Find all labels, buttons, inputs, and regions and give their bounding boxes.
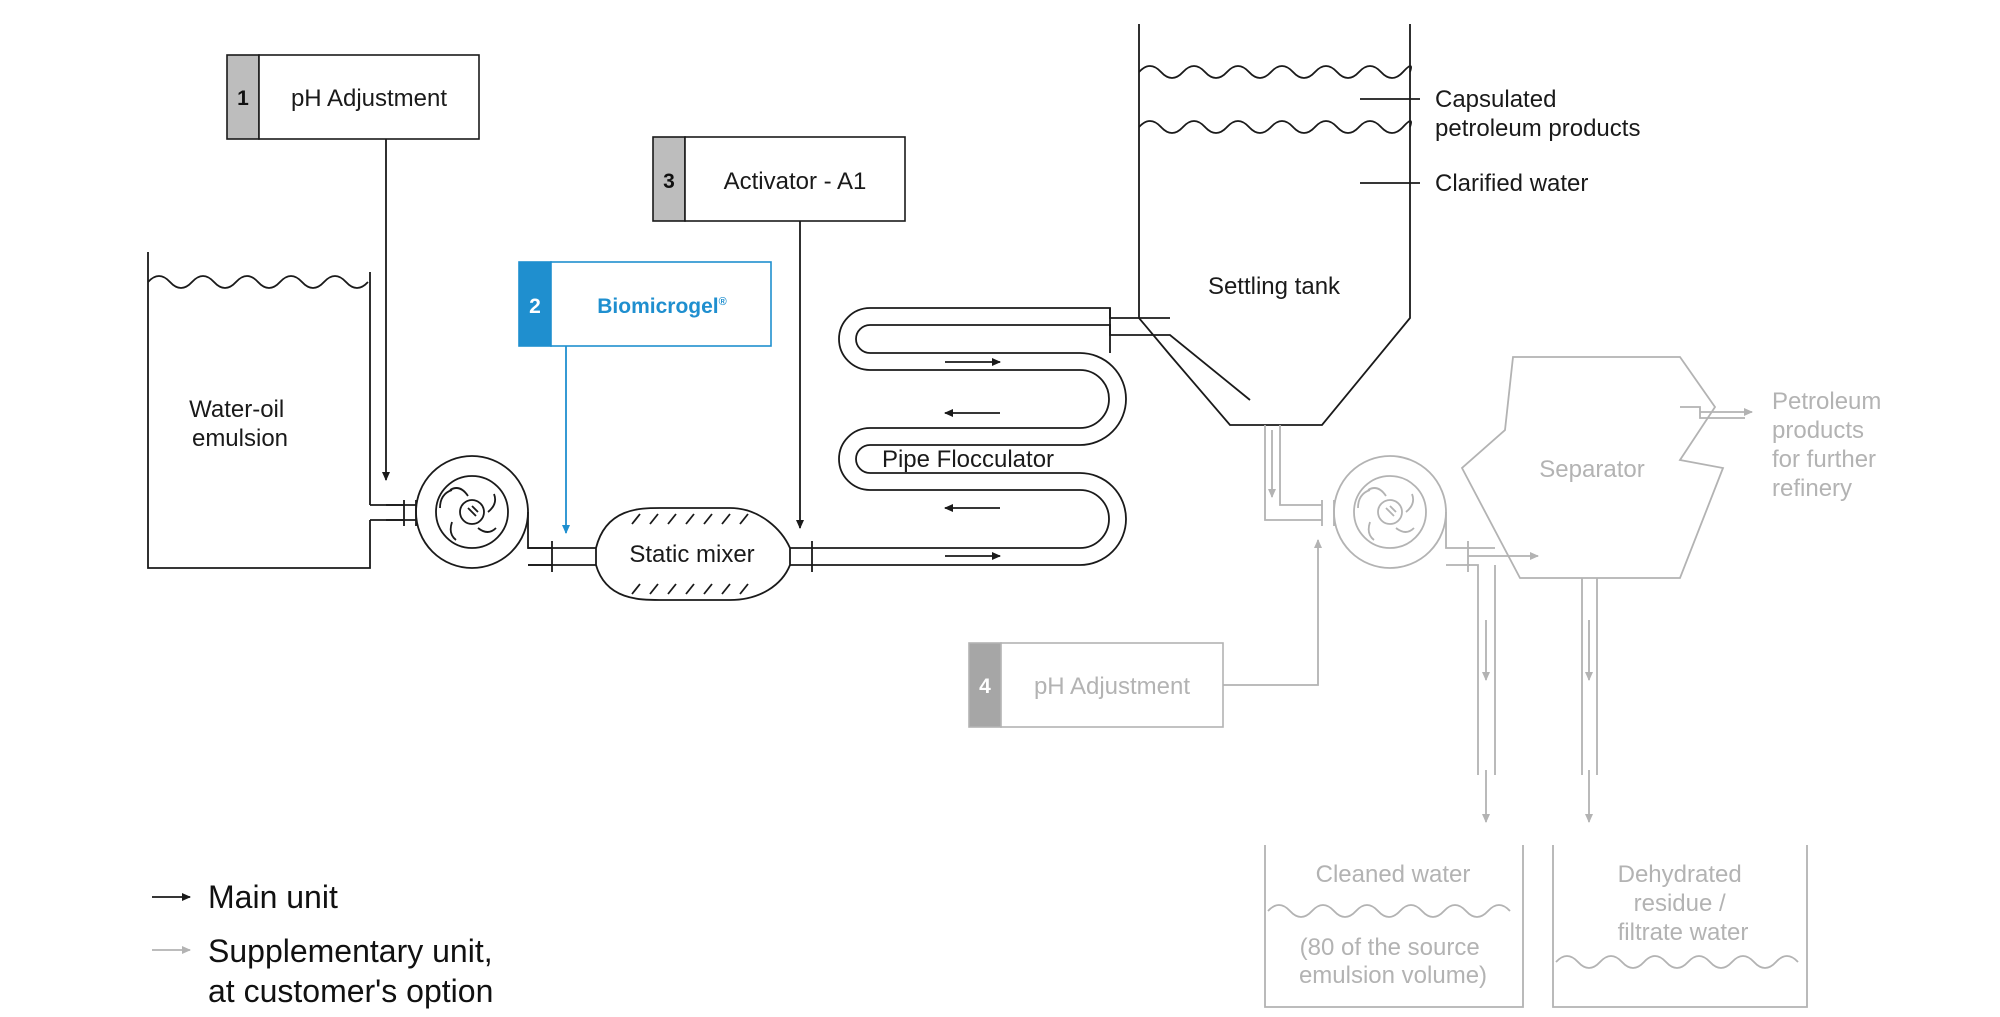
- pipe-tank-to-pump: [370, 504, 404, 521]
- cleaned-water-label: Cleaned water: [1316, 861, 1471, 888]
- pump-2-inlet-flange: [1321, 500, 1335, 526]
- unit-2-label-text: Biomicrogel: [597, 295, 718, 318]
- cleaned-water-surface: [1267, 904, 1511, 918]
- pump-1-hub: [459, 499, 485, 525]
- dehydrated-residue-tank: Dehydrated residue / filtrate water: [1552, 845, 1808, 1008]
- residue-tank-wall: [1552, 845, 1808, 1008]
- emulsion-tank-label: Water-oil emulsion: [189, 396, 291, 452]
- petroleum-line-4: refinery: [1772, 475, 1852, 502]
- petroleum-output-label: Petroleum products for further refinery: [1772, 388, 1888, 502]
- unit-3-box: [684, 136, 906, 222]
- static-mixer: Static mixer: [595, 507, 791, 601]
- pump-1-inlet-flange: [386, 500, 417, 526]
- settling-tank-label: Settling tank: [1208, 273, 1341, 300]
- unit-3-number: 3: [663, 170, 675, 193]
- emulsion-tank-wall: [147, 252, 371, 569]
- unit-2-label: Biomicrogel®: [597, 295, 726, 318]
- petroleum-line-3: for further: [1772, 446, 1876, 473]
- unit-2-number: 2: [529, 295, 541, 318]
- cleaned-water-note: (80 of the source emulsion volume): [1299, 934, 1487, 989]
- flocculator-inner-wall: [838, 307, 1170, 549]
- dehydrated-line-2: residue /: [1634, 890, 1726, 917]
- unit-4-box: [1000, 642, 1224, 728]
- legend: Main unit Supplementary unit, at custome…: [152, 879, 502, 1009]
- unit-1-tab: [226, 54, 260, 140]
- pipe-mixer-to-flocculator: [790, 547, 860, 566]
- unit-3-activator: 3 Activator - A1: [652, 136, 906, 529]
- pump-1-hub-mark: [467, 505, 479, 517]
- cleaned-note-line-2: emulsion volume): [1299, 962, 1487, 989]
- emulsion-liquid-surface: [147, 275, 369, 289]
- legend-supp-line-2: at customer's option: [208, 973, 493, 1009]
- legend-supp-label: Supplementary unit, at customer's option: [208, 933, 502, 1009]
- settling-surface-2: [1138, 120, 1412, 134]
- pipe-pump-to-mixer: [528, 547, 596, 566]
- cleaned-water-tank: Cleaned water (80 of the source emulsion…: [1264, 845, 1524, 1008]
- dehydrated-residue-label: Dehydrated residue / filtrate water: [1618, 861, 1749, 946]
- cleaned-note-line-1: (80 of the source: [1300, 934, 1480, 961]
- unit-3-label: Activator - A1: [724, 168, 867, 195]
- settling-surface-1: [1138, 65, 1412, 79]
- registered-mark: ®: [719, 296, 727, 308]
- emulsion-label-line-1: Water-oil: [189, 396, 284, 423]
- unit-2-tab: [518, 261, 552, 347]
- cleaned-tank-wall: [1264, 845, 1524, 1008]
- mixer-baffles-bottom: [631, 583, 749, 595]
- pump-2-impeller-ring: [1353, 475, 1427, 549]
- capsulated-line-1: Capsulated: [1435, 86, 1556, 113]
- mixer-baffles-top: [631, 513, 749, 525]
- pump-2-blades: [1357, 487, 1415, 541]
- pump-1-impeller-ring: [435, 475, 509, 549]
- unit-2-box: [550, 261, 772, 347]
- unit-4-ph-adjustment: 4 pH Adjustment: [968, 539, 1322, 728]
- pump-1: [415, 455, 552, 569]
- separator: Separator: [1460, 356, 1753, 823]
- unit-1-number: 1: [237, 87, 249, 110]
- petroleum-line-1: Petroleum: [1772, 388, 1881, 415]
- pump-1-outlet: [527, 512, 552, 566]
- unit-3-tab: [652, 136, 686, 222]
- dehydrated-line-3: filtrate water: [1618, 919, 1749, 946]
- emulsion-tank: Water-oil emulsion: [147, 252, 371, 569]
- static-mixer-label: Static mixer: [629, 541, 754, 568]
- pump-2: [1333, 455, 1468, 569]
- legend-main-label: Main unit: [208, 879, 338, 915]
- capsulated-label: Capsulated petroleum products: [1435, 86, 1640, 142]
- settling-tank-wall: [1138, 24, 1411, 426]
- pump-1-blades: [439, 487, 497, 541]
- unit-4-dose-arrow: [1223, 539, 1322, 686]
- flocculator-outer-wall: [855, 324, 1251, 566]
- separator-bottom-outlet: [1581, 578, 1598, 775]
- separator-label: Separator: [1539, 456, 1644, 483]
- pipe-to-cleaned-water: [1468, 547, 1496, 775]
- settling-outlet-pipe: [1264, 425, 1322, 521]
- unit-1-box: [258, 54, 480, 140]
- unit-2-biomicrogel: 2 Biomicrogel®: [518, 261, 772, 534]
- separator-body: [1460, 356, 1725, 579]
- dehydrated-line-1: Dehydrated: [1618, 861, 1742, 888]
- pipe-flocculator: Pipe Flocculator: [838, 307, 1251, 566]
- legend-supp-line-1: Supplementary unit,: [208, 933, 493, 969]
- pump-2-outlet: [1445, 512, 1468, 566]
- unit-1-ph-adjustment: 1 pH Adjustment: [226, 54, 480, 481]
- capsulated-line-2: petroleum products: [1435, 115, 1640, 142]
- unit-4-number: 4: [979, 675, 991, 698]
- unit-1-label: pH Adjustment: [291, 85, 447, 112]
- settling-tank: Capsulated petroleum products Clarified …: [1138, 24, 1640, 426]
- pump-2-hub: [1377, 499, 1403, 525]
- emulsion-label-line-2: emulsion: [192, 425, 288, 452]
- unit-4-label: pH Adjustment: [1034, 673, 1190, 700]
- clarified-water-label: Clarified water: [1435, 170, 1588, 197]
- flocculator-label: Pipe Flocculator: [882, 446, 1054, 473]
- pump-2-hub-mark: [1385, 505, 1397, 517]
- residue-surface: [1555, 955, 1799, 969]
- petroleum-line-2: products: [1772, 417, 1864, 444]
